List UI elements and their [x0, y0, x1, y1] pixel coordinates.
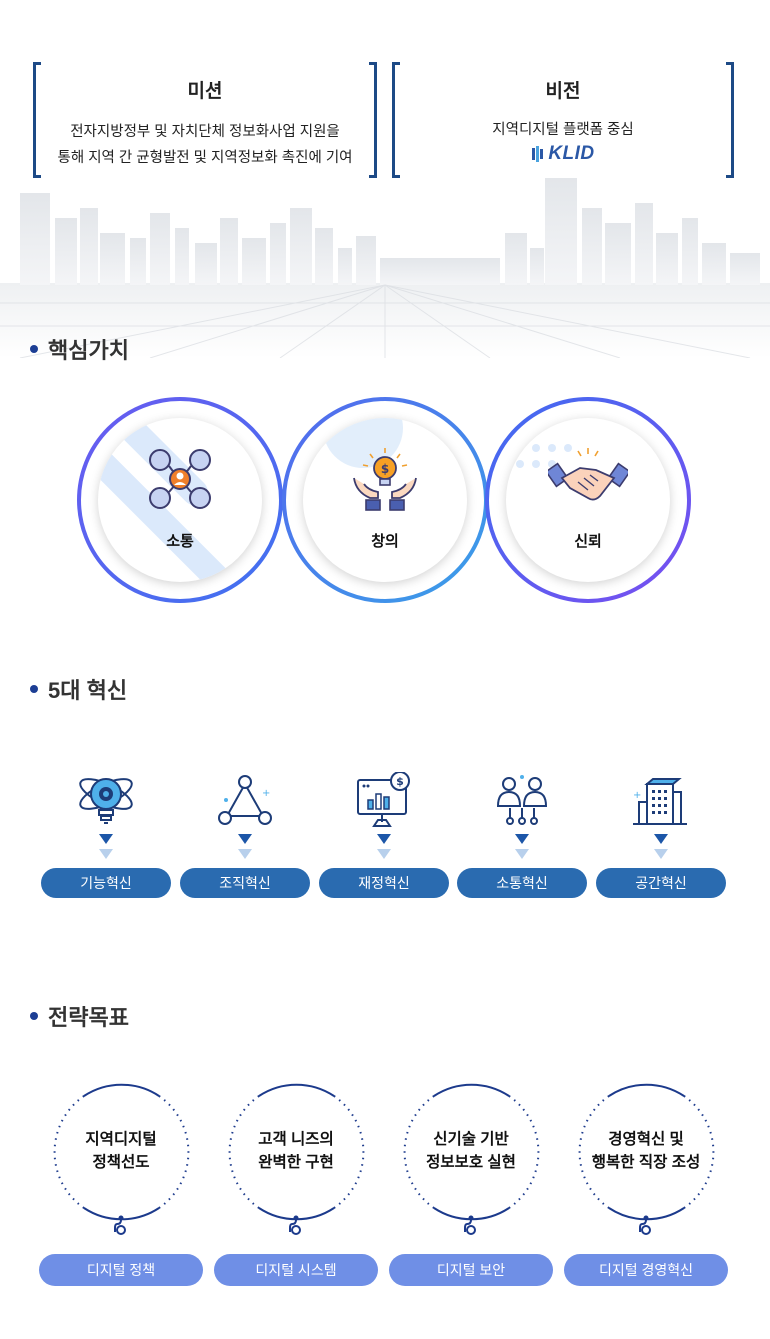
- mission-box: 미션 전자지방정부 및 자치단체 정보화사업 지원을 통해 지역 간 균형발전 …: [33, 62, 377, 178]
- goal-text-line-1: 고객 니즈의: [258, 1131, 334, 1148]
- innovations-heading: 5대 혁신: [30, 673, 127, 705]
- goal-text-line-2: 완벽한 구현: [258, 1154, 334, 1171]
- goals-heading: 전략목표: [30, 1000, 129, 1032]
- arrow-down-icon: [377, 834, 391, 859]
- goals-title: 전략목표: [48, 1005, 129, 1030]
- arrow-down-icon: [654, 834, 668, 859]
- core-value-label: 창의: [371, 533, 399, 550]
- vision-text: 지역디지털 플랫폼 중심: [492, 122, 634, 138]
- bracket-right: [369, 62, 377, 178]
- bracket-left: [392, 62, 400, 178]
- svg-text:$: $: [396, 775, 404, 788]
- klid-logo-text: KLID: [548, 143, 595, 164]
- innovation-label-pill: 소통혁신: [457, 868, 587, 898]
- innovation-label-pill: 공간혁신: [596, 868, 726, 898]
- bracket-left: [33, 62, 41, 178]
- decor-dots: [516, 444, 572, 468]
- core-value-inner: $ 창의: [303, 418, 467, 582]
- goal-text: 지역디지털 정책선도: [39, 1128, 203, 1174]
- mission-line-2: 통해 지역 간 균형발전 및 지역정보화 촉진에 기여: [57, 150, 353, 166]
- bullet-dot: [30, 345, 38, 353]
- mission-text: 전자지방정부 및 자치단체 정보화사업 지원을 통해 지역 간 균형발전 및 지…: [33, 119, 377, 171]
- goal-text-line-2: 행복한 직장 조성: [591, 1154, 701, 1171]
- svg-text:+: +: [633, 790, 641, 801]
- innovation-organization: + 조직혁신: [180, 770, 310, 898]
- finance-chart-icon: $: [357, 772, 410, 827]
- core-value-trust: 신뢰: [484, 396, 692, 604]
- goal-tag-pill: 디지털 정책: [39, 1254, 203, 1286]
- bullet-dot: [30, 1012, 38, 1020]
- goal-circle-icon: [403, 1083, 540, 1235]
- mission-line-1: 전자지방정부 및 자치단체 정보화사업 지원을: [70, 124, 340, 140]
- core-value-inner: 소통: [98, 418, 262, 582]
- people-network-icon: [149, 449, 211, 509]
- core-value-label: 소통: [166, 533, 194, 550]
- goal-text-line-2: 정책선도: [92, 1154, 150, 1171]
- goal-tag-pill: 디지털 시스템: [214, 1254, 378, 1286]
- innovation-communication: 소통혁신: [457, 770, 587, 898]
- core-value-creativity: $ 창의: [281, 396, 489, 604]
- goal-tag-pill: 디지털 보안: [389, 1254, 553, 1286]
- core-value-communication: 소통: [76, 396, 284, 604]
- innovation-finance: $ 재정혁신: [319, 770, 449, 898]
- goal-text: 신기술 기반 정보보호 실현: [389, 1128, 553, 1174]
- goal-circle-icon: [228, 1083, 365, 1235]
- hands-lightbulb-icon: $: [353, 448, 417, 511]
- bullet-dot: [30, 685, 38, 693]
- vision-box: 비전 지역디지털 플랫폼 중심 KLID: [392, 62, 734, 178]
- org-network-icon: +: [218, 775, 272, 825]
- arrow-down-icon: [99, 834, 113, 859]
- goal-text-line-1: 지역디지털: [85, 1131, 157, 1148]
- handshake-icon: [548, 448, 628, 501]
- goal-text: 고객 니즈의 완벽한 구현: [214, 1128, 378, 1174]
- innovation-label-pill: 재정혁신: [319, 868, 449, 898]
- bracket-right: [726, 62, 734, 178]
- innovation-label-pill: 기능혁신: [41, 868, 171, 898]
- svg-text:+: +: [262, 788, 270, 799]
- klid-logo: KLID: [531, 143, 594, 165]
- vision-title: 비전: [545, 81, 581, 102]
- city-skyline-background: [0, 178, 770, 358]
- goal-circle-icon: [53, 1083, 190, 1235]
- ring-icon: [485, 397, 691, 603]
- innovation-space: + 공간혁신: [596, 770, 726, 898]
- people-communication-icon: [496, 775, 548, 825]
- goal-text-line-1: 신기술 기반: [433, 1131, 509, 1148]
- core-values-title: 핵심가치: [48, 338, 129, 363]
- ring-icon: [77, 397, 283, 603]
- innovation-label-pill: 조직혁신: [180, 868, 310, 898]
- decor-arc: [323, 418, 403, 468]
- arrow-down-icon: [238, 834, 252, 859]
- innovations-title: 5대 혁신: [48, 678, 128, 703]
- innovation-function: 기능혁신: [41, 770, 171, 898]
- arrow-down-icon: [515, 834, 529, 859]
- klid-logo-mark-icon: [532, 146, 544, 162]
- goal-text: 경영혁신 및 행복한 직장 조성: [564, 1128, 728, 1174]
- svg-text:$: $: [381, 462, 389, 476]
- mission-title: 미션: [187, 81, 223, 102]
- core-values-heading: 핵심가치: [30, 333, 129, 365]
- goal-tag-pill: 디지털 경영혁신: [564, 1254, 728, 1286]
- core-value-label: 신뢰: [574, 533, 602, 550]
- goal-circle-icon: [578, 1083, 715, 1235]
- goal-text-line-2: 정보보호 실현: [426, 1154, 516, 1171]
- core-value-inner: 신뢰: [506, 418, 670, 582]
- gear-bulb-icon: [79, 778, 133, 824]
- goal-text-line-1: 경영혁신 및: [608, 1131, 684, 1148]
- building-icon: +: [633, 778, 687, 825]
